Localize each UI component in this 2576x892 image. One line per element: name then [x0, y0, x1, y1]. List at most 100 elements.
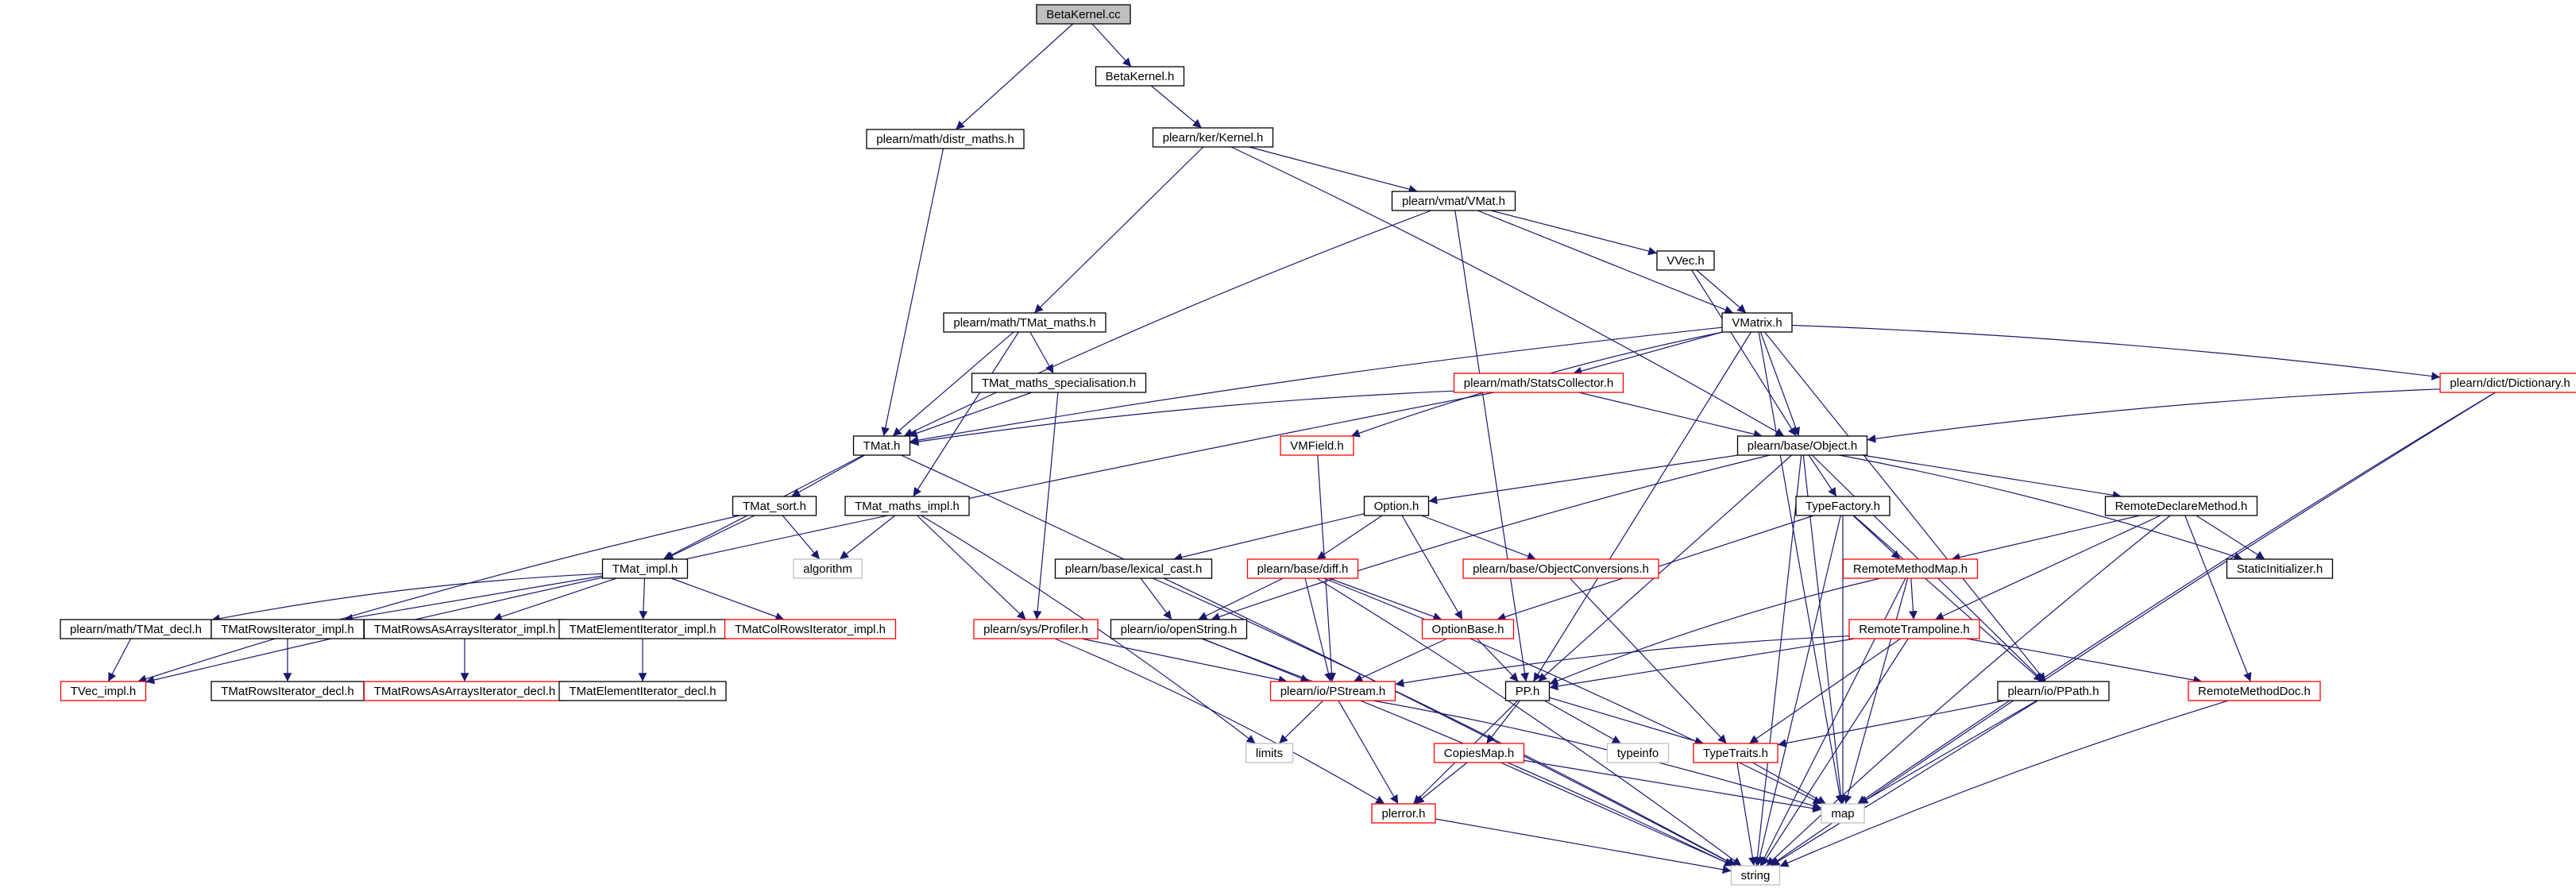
node-tvec-impl[interactable]: TVec_impl.h [60, 681, 147, 701]
node-tmatrowsiterator-decl[interactable]: TMatRowsIterator_decl.h [210, 681, 365, 701]
node-map[interactable]: map [1821, 803, 1865, 824]
node-tmatrowsasarraysiterator-impl[interactable]: TMatRowsAsArraysIterator_impl.h [363, 619, 566, 639]
node-typefactory[interactable]: TypeFactory.h [1795, 496, 1890, 516]
node-vmatrix-h[interactable]: VMatrix.h [1721, 312, 1793, 333]
node-label: plearn/math/distr_maths.h [876, 133, 1014, 146]
node-box [1391, 191, 1516, 211]
node-betakernel-h[interactable]: BetaKernel.h [1095, 66, 1185, 87]
node-betakernel-cc[interactable]: BetaKernel.cc [1036, 4, 1131, 25]
node-tmatrowsasarraysiterator-decl[interactable]: TMatRowsAsArraysIterator_decl.h [363, 681, 566, 701]
node-diff[interactable]: plearn/base/diff.h [1246, 558, 1359, 579]
edge-remotemethodmap-to-remotetrampoline [1909, 577, 1918, 620]
node-objectconversions[interactable]: plearn/base/ObjectConversions.h [1462, 558, 1659, 579]
node-profiler[interactable]: plearn/sys/Profiler.h [973, 619, 1099, 639]
edge-tmat-h-to-tmat-sort [791, 454, 865, 497]
node-typeinfo[interactable]: typeinfo [1606, 743, 1670, 763]
node-tmat-maths-h[interactable]: plearn/math/TMat_maths.h [943, 312, 1106, 333]
node-option-h[interactable]: Option.h [1363, 496, 1430, 516]
node-label: plearn/ker/Kernel.h [1163, 131, 1264, 145]
node-box [1036, 4, 1131, 25]
edge-pstream-to-limits [1278, 700, 1324, 744]
node-remotemethoddoc[interactable]: RemoteMethodDoc.h [2188, 681, 2321, 701]
edge-distr-maths-to-tmat-h [881, 148, 944, 437]
node-tmatelementiterator-decl[interactable]: TMatElementIterator_decl.h [558, 681, 727, 701]
node-lexical-cast[interactable]: plearn/base/lexical_cast.h [1054, 558, 1213, 579]
edge-statscollector-to-tmat-h [910, 390, 1454, 446]
edge-tmat-sort-to-tvec-impl [137, 515, 740, 683]
edge-vmat-h-to-pp-h [1454, 210, 1529, 682]
node-label: BetaKernel.h [1106, 70, 1175, 83]
node-box [724, 619, 897, 639]
node-openstring[interactable]: plearn/io/openString.h [1110, 619, 1248, 639]
edge-ppath-to-map [1859, 700, 2037, 805]
node-tmatcolrowsiterator-impl[interactable]: TMatColRowsIterator_impl.h [724, 619, 897, 639]
edge-tmat-sort-to-tmat-impl [664, 515, 755, 560]
node-tmat-sort[interactable]: TMat_sort.h [732, 496, 817, 516]
node-remotetrampoline[interactable]: RemoteTrampoline.h [1848, 619, 1980, 639]
node-remotemethodmap[interactable]: RemoteMethodMap.h [1842, 558, 1979, 579]
node-label: TMat_sort.h [743, 500, 806, 513]
node-label: RemoteMethodDoc.h [2198, 685, 2311, 698]
node-vmat-h[interactable]: plearn/vmat/VMat.h [1391, 191, 1516, 211]
node-string[interactable]: string [1730, 865, 1781, 886]
node-label: plearn/math/TMat_maths.h [953, 316, 1095, 330]
node-tmatrowsiterator-impl[interactable]: TMatRowsIterator_impl.h [210, 619, 365, 639]
node-tmat-h[interactable]: TMat.h [852, 435, 911, 456]
node-copiesmap[interactable]: CopiesMap.h [1433, 743, 1525, 763]
node-tmat-maths-impl[interactable]: TMat_maths_impl.h [844, 496, 970, 516]
node-staticinitializer[interactable]: StaticInitializer.h [2226, 558, 2334, 579]
node-statscollector[interactable]: plearn/math/StatsCollector.h [1453, 373, 1624, 393]
node-optionbase[interactable]: OptionBase.h [1421, 619, 1515, 639]
nodes-layer: BetaKernel.cc plearn/math/distr_maths.h Be… [60, 4, 2576, 886]
edge-vmatrix-h-to-map [1758, 331, 1844, 805]
node-dictionary[interactable]: plearn/dict/Dictionary.h [2439, 373, 2576, 393]
node-typetraits[interactable]: TypeTraits.h [1693, 743, 1778, 763]
node-tmatelementiterator-impl[interactable]: TMatElementIterator_impl.h [558, 619, 727, 639]
edge-tmat-maths-impl-to-profiler [917, 515, 1026, 620]
node-tmat-impl[interactable]: TMat_impl.h [601, 558, 689, 579]
node-pstream[interactable]: plearn/io/PStream.h [1269, 681, 1396, 701]
edge-copiesmap-to-string [1500, 762, 1735, 867]
edge-betakernel-cc-to-betakernel-h [1091, 23, 1132, 68]
node-ppath[interactable]: plearn/io/PPath.h [1997, 681, 2110, 701]
node-label: TMatElementIterator_impl.h [569, 623, 716, 636]
node-object-h[interactable]: plearn/base/Object.h [1736, 435, 1868, 456]
node-box [2104, 496, 2258, 516]
node-distr-maths[interactable]: plearn/math/distr_maths.h [866, 129, 1025, 149]
node-kernel-h[interactable]: plearn/ker/Kernel.h [1152, 127, 1274, 148]
edge-tmat-maths-h-to-tmat-maths-specialisation [1029, 331, 1054, 374]
edge-tmat-maths-specialisation-to-profiler [1033, 392, 1059, 620]
edge-vmatrix-h-to-pp-h [1532, 331, 1752, 682]
node-label: BetaKernel.cc [1046, 8, 1121, 21]
edge-lexical-cast-to-openstring [1140, 577, 1172, 620]
node-box [558, 681, 727, 701]
node-tmat-maths-specialisation[interactable]: TMat_maths_specialisation.h [971, 373, 1147, 393]
node-tmat-decl[interactable]: plearn/math/TMat_decl.h [60, 619, 212, 639]
node-box [866, 129, 1025, 149]
node-label: TMat_maths_specialisation.h [982, 376, 1136, 390]
node-box [1371, 803, 1436, 824]
node-algorithm[interactable]: algorithm [793, 558, 863, 579]
node-limits[interactable]: limits [1245, 743, 1294, 763]
node-label: limits [1256, 747, 1283, 760]
edge-tmat-decl-to-tvec-impl [107, 638, 132, 682]
edge-vmatrix-h-to-tmat-h [910, 326, 1723, 445]
node-label: TMatRowsAsArraysIterator_decl.h [374, 685, 555, 698]
edge-remotetrampoline-to-remotemethoddoc [1966, 638, 2203, 685]
node-perror[interactable]: plerror.h [1371, 803, 1436, 824]
edge-typefactory-to-ppath [1853, 515, 2043, 682]
node-pp-h[interactable]: PP.h [1504, 681, 1551, 701]
node-box [1848, 619, 1980, 639]
node-box [732, 496, 817, 516]
node-box [1152, 127, 1274, 148]
node-vmfield[interactable]: VMField.h [1280, 435, 1354, 456]
edge-betakernel-cc-to-distr-maths [955, 23, 1074, 130]
node-vvec-h[interactable]: VVec.h [1656, 250, 1715, 271]
edge-ppath-to-typetraits [1777, 700, 2005, 747]
node-remotedeclaremethod[interactable]: RemoteDeclareMethod.h [2104, 496, 2258, 516]
node-label: plearn/math/StatsCollector.h [1464, 376, 1613, 390]
node-box [1280, 435, 1354, 456]
edge-typefactory-to-remotemethodmap [1852, 515, 1901, 560]
node-label: plearn/io/openString.h [1121, 623, 1238, 636]
